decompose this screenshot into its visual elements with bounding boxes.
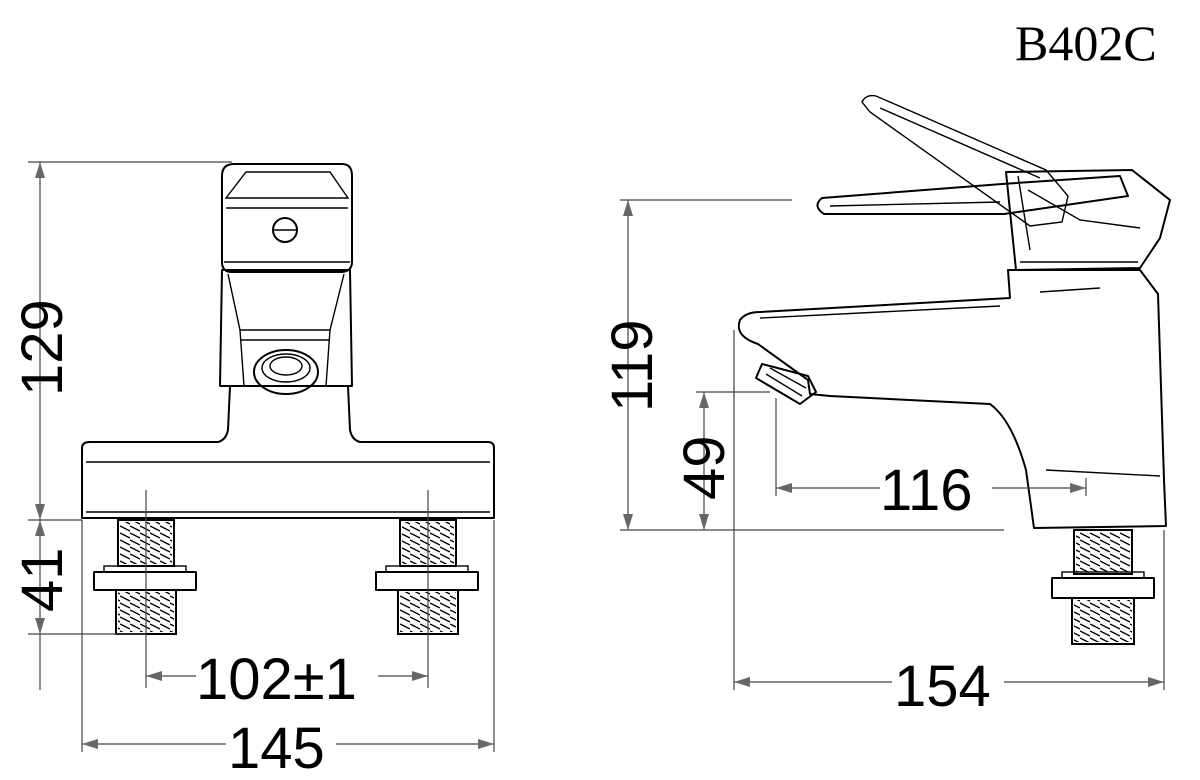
dimension-49: 49 (672, 391, 770, 530)
dimension-145: 145 (81, 520, 495, 780)
left-shank (93, 519, 197, 635)
model-code: B402C (1015, 15, 1157, 71)
center-distance-label: 102±1 (196, 647, 357, 712)
height-119-label: 119 (600, 320, 665, 412)
faucet-body-side (737, 269, 1167, 529)
lever-side (816, 175, 1129, 215)
height-129-label: 129 (10, 299, 75, 396)
aerator-side (755, 363, 817, 405)
dimension-119: 119 (600, 199, 1004, 531)
handle-front (221, 163, 353, 273)
dimension-154: 154 (733, 330, 1165, 719)
front-view: 129 41 102±1 145 (10, 161, 495, 780)
side-view: 119 49 116 154 (600, 94, 1171, 719)
spout-height-49-label: 49 (672, 435, 737, 500)
dimension-116: 116 (775, 398, 1087, 523)
dimension-102: 102±1 (145, 490, 429, 712)
dimension-129: 129 (10, 161, 232, 521)
right-shank (375, 519, 479, 635)
width-145-label: 145 (228, 716, 325, 780)
side-shank (1051, 529, 1155, 645)
depth-154-label: 154 (894, 654, 991, 719)
faucet-body-front (219, 269, 353, 395)
handle-head-side (1005, 169, 1171, 271)
lever-raised-outline (861, 94, 1069, 227)
deck-plate (81, 385, 495, 519)
spout-reach-116-label: 116 (880, 458, 972, 523)
dimension-41: 41 (10, 520, 146, 690)
shank-41-label: 41 (10, 547, 75, 612)
